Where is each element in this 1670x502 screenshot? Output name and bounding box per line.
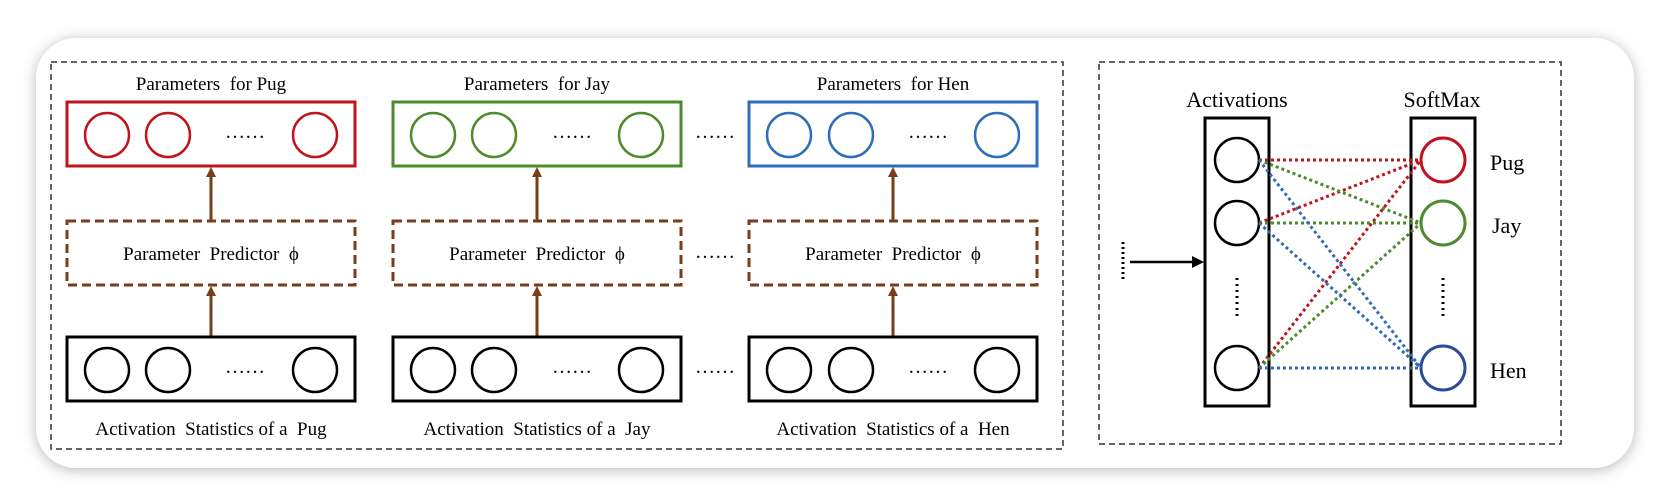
class-label-pug: Pug	[1490, 150, 1524, 175]
predictor-box-hen	[747, 219, 1039, 287]
column-jay: Parameters for Jay …… Parameter Predicto…	[391, 74, 683, 440]
predictor-label-hen: Parameter Predictor ϕ	[805, 244, 981, 265]
stats-node-jay-1	[409, 346, 457, 394]
stats-caption-hen: Activation Statistics of a Hen	[776, 419, 1010, 440]
activations-column	[1203, 116, 1271, 408]
class-label-hen: Hen	[1490, 358, 1527, 383]
param-title-jay: Parameters for Jay	[464, 74, 611, 95]
stats-caption-jay: Activation Statistics of a Jay	[424, 419, 651, 440]
stats-box-pug	[65, 335, 357, 403]
param-node-hen-2	[827, 111, 875, 159]
param-node-pug-1	[83, 111, 131, 159]
stats-box-hen	[747, 335, 1039, 403]
param-dots-jay: ……	[552, 121, 592, 143]
activations-title: Activations	[1186, 87, 1287, 112]
class-label-jay: Jay	[1492, 213, 1521, 238]
stats-node-hen-2	[827, 346, 875, 394]
activation-node-n	[1213, 344, 1261, 392]
stats-dots-pug: ……	[225, 356, 265, 378]
between-dots-params: ……	[695, 121, 735, 143]
softmax-title: SoftMax	[1404, 87, 1481, 112]
param-node-jay-2	[470, 111, 518, 159]
predictor-label-pug: Parameter Predictor ϕ	[123, 244, 299, 265]
param-title-hen: Parameters for Hen	[817, 74, 970, 95]
stats-node-hen-1	[765, 346, 813, 394]
predictor-box-jay	[391, 219, 683, 287]
param-dots-pug: ……	[225, 121, 265, 143]
param-box-jay	[391, 100, 683, 168]
param-node-hen-1	[765, 111, 813, 159]
column-hen: Parameters for Hen …… Parameter Predicto…	[747, 74, 1039, 440]
param-dots-hen: ……	[908, 121, 948, 143]
softmax-node-pug	[1419, 136, 1467, 184]
stats-node-pug-1	[83, 346, 131, 394]
connection-green	[1258, 158, 1422, 225]
stats-node-pug-2	[144, 346, 192, 394]
softmax-column	[1409, 116, 1477, 408]
figure-card	[36, 38, 1634, 468]
param-node-jay-1	[409, 111, 457, 159]
activation-node-1	[1213, 136, 1261, 184]
left-panel-border	[50, 61, 1064, 450]
stats-dots-jay: ……	[552, 356, 592, 378]
stats-node-pug-n	[291, 346, 339, 394]
column-pug: Parameters for Pug …… Parameter Predicto…	[65, 74, 357, 440]
softmax-node-hen	[1419, 344, 1467, 392]
activation-node-2	[1213, 199, 1261, 247]
stats-node-hen-n	[973, 346, 1021, 394]
connection-red	[1257, 159, 1423, 369]
param-node-hen-n	[973, 111, 1021, 159]
stats-node-jay-2	[470, 346, 518, 394]
param-title-pug: Parameters for Pug	[136, 74, 287, 95]
softmax-node-jay	[1419, 199, 1467, 247]
param-node-pug-2	[144, 111, 192, 159]
stats-caption-pug: Activation Statistics of a Pug	[95, 419, 327, 440]
predictor-label-jay: Parameter Predictor ϕ	[449, 244, 625, 265]
stats-node-jay-n	[617, 346, 665, 394]
between-dots-predictor: ……	[695, 241, 735, 263]
predictor-box-pug	[65, 219, 357, 287]
connection-blue	[1257, 159, 1423, 369]
param-node-pug-n	[291, 111, 339, 159]
stats-dots-hen: ……	[908, 356, 948, 378]
stats-box-jay	[391, 335, 683, 403]
param-box-hen	[747, 100, 1039, 168]
connection-blue	[1257, 221, 1423, 370]
param-box-pug	[65, 100, 357, 168]
param-node-jay-n	[617, 111, 665, 159]
right-panel-border	[1098, 61, 1562, 445]
between-dots-stats: ……	[695, 356, 735, 378]
